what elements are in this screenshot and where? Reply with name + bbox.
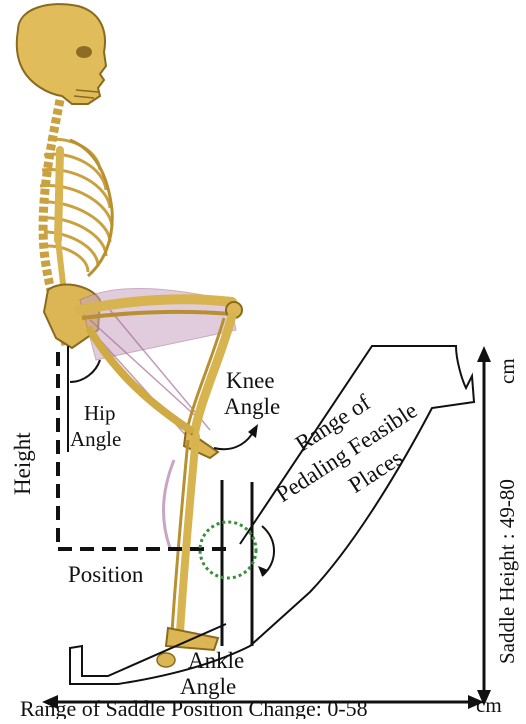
knee-angle-label-line2: Angle bbox=[224, 394, 280, 419]
knee-angle-label-line1: Knee bbox=[226, 368, 275, 393]
saddle-height-arrow bbox=[477, 346, 491, 706]
hip-angle-arc bbox=[70, 360, 100, 382]
crank-assembly bbox=[200, 480, 274, 646]
height-label: Height bbox=[10, 432, 35, 495]
knee-angle-indicator bbox=[214, 424, 258, 449]
saddle-position-range-unit: cm bbox=[476, 693, 502, 717]
ribcage bbox=[40, 139, 112, 276]
hip-angle-label-line2: Angle bbox=[70, 427, 121, 451]
tibia-lower bbox=[180, 436, 196, 632]
saddle-height-unit: cm bbox=[495, 358, 519, 384]
saddle-height-label: Saddle Height : 49-80 cm bbox=[495, 358, 519, 664]
chainring bbox=[200, 522, 256, 578]
saddle-position-range-label: Range of Saddle Position Change: 0-58 bbox=[20, 696, 368, 719]
position-label: Position bbox=[68, 562, 144, 587]
skull bbox=[17, 4, 106, 104]
ankle-angle-label-line1: Ankle bbox=[188, 648, 244, 673]
feasible-region-label: Range of Pedaling Feasible Places bbox=[254, 371, 439, 534]
upper-arm-bone bbox=[58, 150, 60, 240]
saddle-height-text: Saddle Height : 49-80 bbox=[495, 479, 519, 664]
hip-angle-label-line1: Hip bbox=[84, 401, 116, 425]
